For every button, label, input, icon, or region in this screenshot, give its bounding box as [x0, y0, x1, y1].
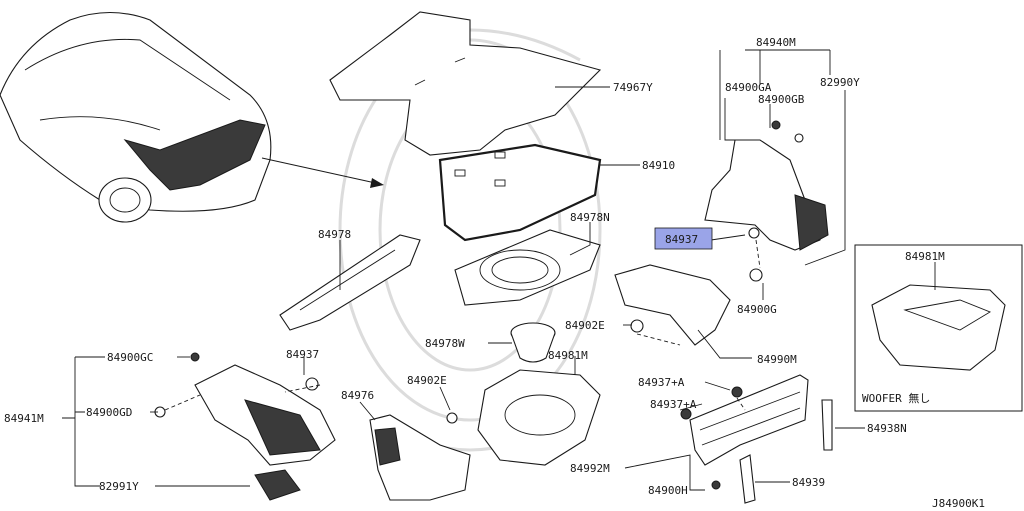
label-84978W[interactable]: 84978W [425, 337, 465, 350]
label-84940M[interactable]: 84940M [756, 36, 796, 49]
inset-note: WOOFER 無し [862, 391, 930, 405]
label-74967Y[interactable]: 74967Y [613, 81, 653, 94]
label-84900GB[interactable]: 84900GB [758, 93, 805, 106]
label-84941M[interactable]: 84941M [4, 412, 44, 425]
leader-lines [62, 49, 865, 491]
part-84910-floor-board[interactable] [438, 143, 602, 242]
label-84902E-a[interactable]: 84902E [565, 319, 605, 332]
part-84981M-tub[interactable] [477, 369, 601, 466]
label-84900G[interactable]: 84900G [737, 303, 777, 316]
part-84940M-side-panel[interactable] [704, 139, 829, 251]
label-84902E-b[interactable]: 84902E [407, 374, 447, 387]
label-84981M-inset[interactable]: 84981M [905, 250, 945, 263]
label-84939[interactable]: 84939 [792, 476, 825, 489]
part-84941M-side-assembly[interactable] [194, 364, 336, 466]
label-84900GA[interactable]: 84900GA [725, 81, 772, 94]
label-84981M[interactable]: 84981M [548, 349, 588, 362]
label-84938N[interactable]: 84938N [867, 422, 907, 435]
label-82991Y[interactable]: 82991Y [99, 480, 139, 493]
label-84937[interactable]: 84937 [286, 348, 319, 361]
label-84900GC[interactable]: 84900GC [107, 351, 153, 364]
label-84900H[interactable]: 84900H [648, 484, 688, 497]
part-82991Y-pad[interactable] [254, 469, 301, 501]
label-84990M[interactable]: 84990M [757, 353, 797, 366]
part-84976-bracket-assembly[interactable] [369, 414, 471, 501]
alignment-dashes [164, 239, 761, 411]
part-84978W-cup[interactable] [510, 322, 556, 363]
label-84978[interactable]: 84978 [318, 228, 351, 241]
fastener-clips [154, 120, 804, 490]
part-labels: 74967Y 84910 84940M 84900GA 84900GB 8299… [4, 36, 985, 510]
part-84990M-panel[interactable] [614, 264, 731, 346]
label-84937-highlighted[interactable]: 84937 [665, 233, 698, 246]
diagram-code: J84900K1 [932, 497, 985, 510]
part-84978-side-finisher[interactable] [279, 234, 421, 331]
highlight-box-84937 [654, 227, 713, 250]
part-84978N-spare-cover[interactable] [454, 229, 601, 306]
label-84976[interactable]: 84976 [341, 389, 374, 402]
label-82990Y[interactable]: 82990Y [820, 76, 860, 89]
woofer-inset-box [854, 244, 1023, 412]
part-74967Y-trunk-mat[interactable] [329, 11, 602, 156]
label-84910[interactable]: 84910 [642, 159, 675, 172]
label-84937A-2[interactable]: 84937+A [650, 398, 697, 411]
part-84939-bracket[interactable] [739, 454, 756, 504]
label-84992M[interactable]: 84992M [570, 462, 610, 475]
label-84978N[interactable]: 84978N [570, 211, 610, 224]
part-84938N-bracket[interactable] [821, 399, 833, 451]
vehicle-outline [0, 11, 384, 223]
label-84900GD[interactable]: 84900GD [86, 406, 132, 419]
label-84937A-1[interactable]: 84937+A [638, 376, 685, 389]
part-84992M-rear-finisher[interactable] [689, 374, 809, 466]
